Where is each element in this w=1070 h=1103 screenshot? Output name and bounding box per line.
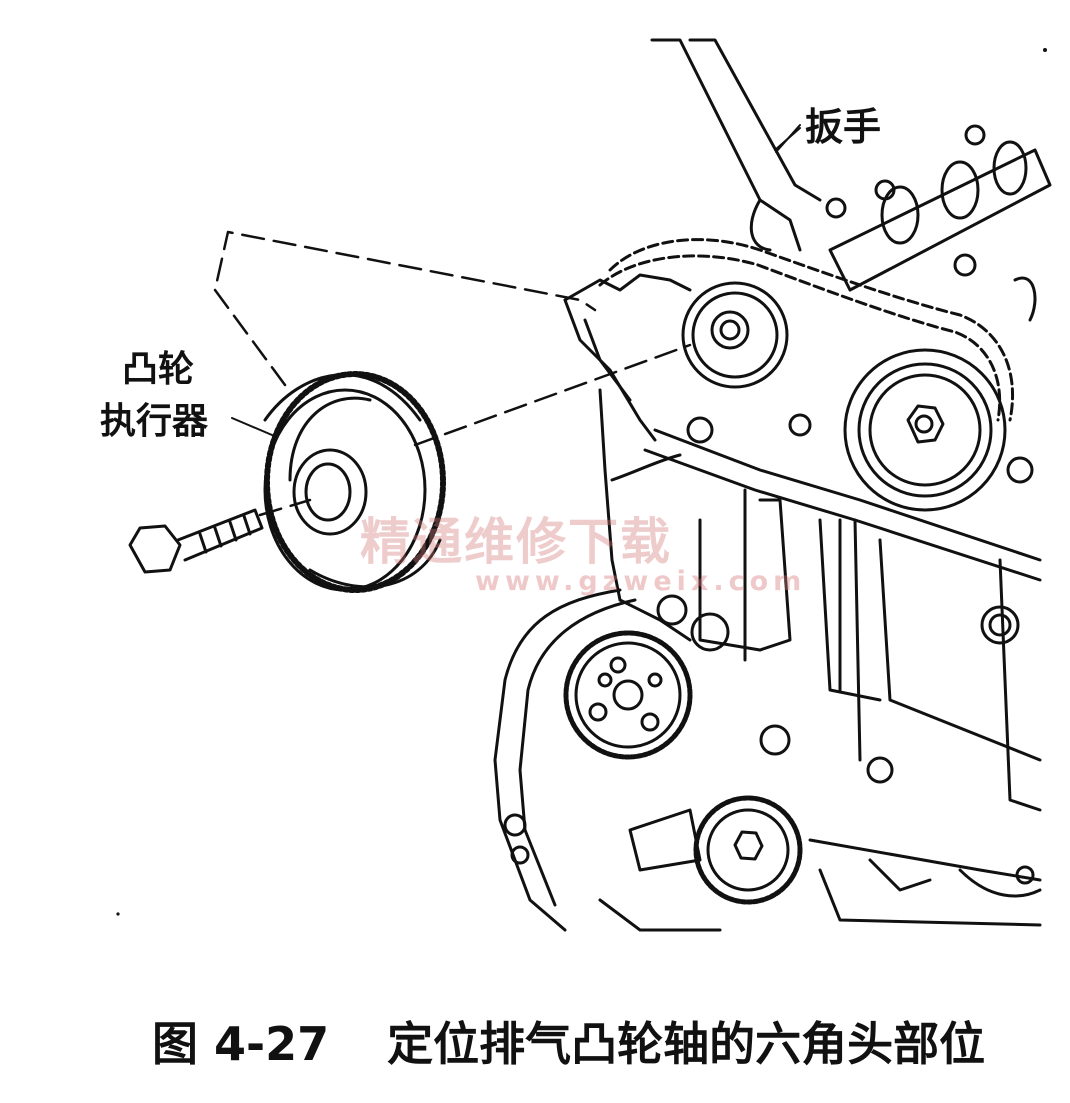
alignment-lines <box>213 230 692 517</box>
camshaft <box>825 124 1052 292</box>
watermark-url: www.gzweix.com <box>475 566 807 597</box>
cam-actuator-label-line2: 执行器 <box>100 401 209 442</box>
lower-sprocket-right <box>628 724 894 905</box>
timing-chain <box>598 238 1015 422</box>
lower-sprocket-left <box>563 594 730 760</box>
exhaust-cam-sprocket <box>681 281 789 389</box>
cylinder-head <box>563 253 1042 812</box>
actuator-bolt <box>128 508 264 574</box>
cam-actuator-label-line1: 凸轮 <box>122 349 195 390</box>
wrench-leader <box>775 124 801 153</box>
watermark-chinese: 精通维修下载 <box>360 512 672 571</box>
oil-pump-area <box>808 838 1042 927</box>
figure-caption: 图 4-27 定位排气凸轮轴的六角头部位 <box>152 1008 985 1074</box>
wrench-illustration <box>650 38 822 252</box>
cam-actuator <box>263 371 446 593</box>
wrench-label: 扳手 <box>805 105 882 149</box>
intake-cam-sprocket <box>843 348 1007 512</box>
caption-text: 定位排气凸轮轴的六角头部位 <box>387 1017 986 1071</box>
actuator-leader <box>231 417 273 436</box>
front-cover <box>493 588 722 932</box>
figure-number: 图 4-27 <box>152 1017 330 1071</box>
